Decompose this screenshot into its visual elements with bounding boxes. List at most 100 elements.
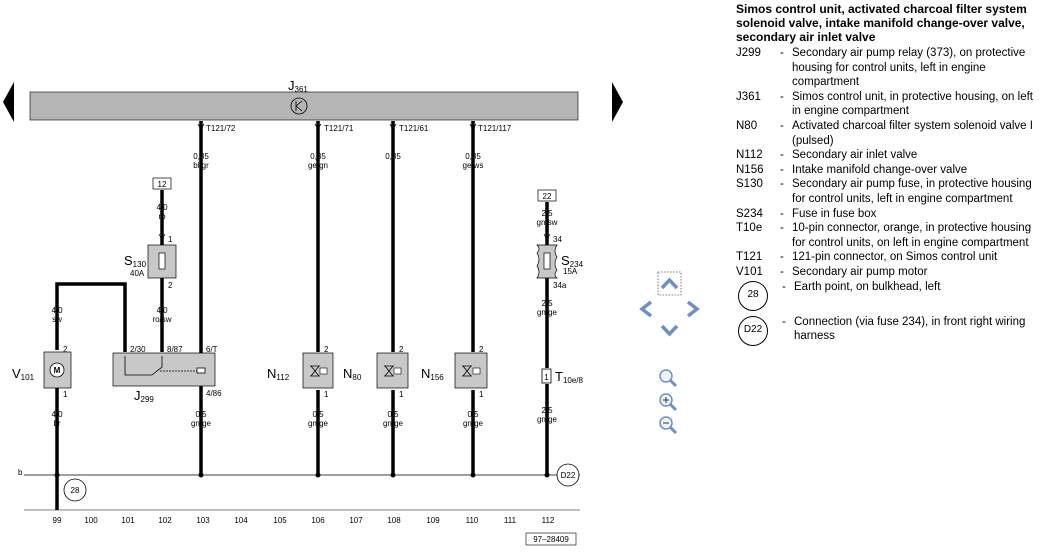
control-unit-label: J361	[288, 78, 308, 94]
pin-label: 1	[479, 390, 484, 399]
column-number: 109	[426, 516, 440, 525]
zoom-out-icon[interactable]	[659, 416, 678, 435]
legend-item: S130-Secondary air pump fuse, in protect…	[736, 177, 1036, 206]
legend-dash: -	[780, 265, 784, 278]
relay-label: J299	[134, 388, 154, 404]
previous-page-icon[interactable]	[3, 82, 14, 122]
legend-dash: -	[780, 222, 784, 235]
pan-left-icon[interactable]	[639, 300, 653, 318]
wire-size-label: 0,5	[195, 410, 207, 419]
pan-up-button[interactable]	[657, 271, 682, 296]
connection-d22	[556, 463, 580, 487]
legend-code: V101	[736, 265, 763, 278]
wire-color-label: ge/ws	[463, 161, 484, 170]
connector-t10e	[541, 368, 552, 384]
legend-item: D22-Connection (via fuse 234), in front …	[736, 315, 1036, 350]
legend-item: T10e-10-pin connector, orange, in protec…	[736, 221, 1036, 250]
valve-n156: 2 N156 1 0,5 gn/ge	[421, 345, 488, 428]
legend-code: J299	[736, 47, 761, 59]
component-legend: Simos control unit, activated charcoal f…	[736, 2, 1036, 350]
pin-label: 2	[63, 345, 68, 354]
pin-label: 1	[63, 390, 68, 399]
pin-label: 1	[168, 235, 173, 244]
wire-size-label: 0,5	[387, 410, 399, 419]
pin-label: 4/86	[206, 389, 222, 398]
wire-size-label: 4,0	[156, 203, 168, 212]
pin-label: 2	[168, 281, 173, 290]
wire-size-label: 0,35	[465, 152, 481, 161]
legend-desc: Activated charcoal filter system solenoi…	[792, 119, 1033, 147]
legend-desc: Secondary air pump relay (373), on prote…	[792, 47, 1026, 89]
wire-color-label: sw	[52, 315, 62, 324]
wire-size-label: 4,0	[51, 410, 63, 419]
wire-color-label: ge/gn	[308, 161, 328, 170]
control-unit-housing	[29, 91, 579, 121]
wire-color-label: gn/ge	[191, 419, 212, 428]
column-number: 101	[121, 516, 135, 525]
legend-dash: -	[780, 251, 784, 264]
legend-desc: 10-pin connector, orange, in protective …	[792, 222, 1032, 249]
wire-size-label: 2,5	[541, 299, 553, 308]
legend-dash: -	[782, 280, 786, 293]
wire-size-label: 2,5	[541, 209, 553, 218]
zoom-in-icon[interactable]	[659, 393, 678, 412]
wire-color-label: bl/gr	[193, 161, 209, 170]
valve-label: N80	[343, 366, 362, 382]
pin-label: 34a	[553, 281, 567, 290]
motor-label: V101	[12, 366, 35, 382]
fuse-s234-label: S234	[561, 253, 584, 269]
legend-item: V101-Secondary air pump motor	[736, 265, 1036, 280]
legend-desc: Secondary air pump fuse, in protective h…	[792, 178, 1032, 205]
wire-size-label: 2,5	[541, 406, 553, 415]
legend-dash: -	[780, 163, 784, 176]
fuse-ref-label: 12	[158, 180, 167, 189]
column-number: 105	[273, 516, 287, 525]
legend-dash: -	[780, 119, 784, 132]
wire-size-label: 0,5	[312, 410, 324, 419]
column-number: 107	[349, 516, 363, 525]
column-number: 103	[196, 516, 210, 525]
fuse-s130-label: S130	[124, 253, 147, 269]
legend-desc: Connection (via fuse 234), in front righ…	[794, 315, 1026, 343]
legend-title: Simos control unit, activated charcoal f…	[736, 2, 1027, 44]
column-number: 111	[504, 516, 517, 525]
pan-up-icon[interactable]	[660, 277, 679, 290]
legend-desc: Earth point, on bulkhead, left	[794, 280, 941, 293]
wire-color-label: gn/ge	[537, 415, 558, 424]
wire-color-label: ro	[158, 212, 166, 221]
legend-item: S234-Fuse in fuse box	[736, 207, 1036, 222]
valve-label: N112	[267, 366, 290, 382]
next-page-icon[interactable]	[612, 82, 623, 122]
legend-dash: -	[780, 90, 784, 103]
connector-label: T10e/8	[555, 369, 584, 385]
column-number: 108	[387, 516, 401, 525]
wire-size-label: 0,5	[467, 410, 479, 419]
figure-number: 97–28409	[533, 535, 569, 544]
column-number: 104	[234, 516, 248, 525]
wire-harness	[55, 121, 549, 510]
fuse-ref-box	[537, 189, 557, 202]
svg-text:M: M	[54, 366, 61, 375]
wire-color-label: gn/ge	[463, 419, 484, 428]
valve-label: N156	[421, 366, 444, 382]
pin-label: 2/30	[130, 345, 146, 354]
fuse-ref-label: 22	[543, 192, 552, 201]
legend-code: N112	[736, 149, 763, 162]
terminal-label: T121/117	[478, 124, 512, 133]
legend-code: S234	[736, 207, 763, 220]
fuse-rating: 40A	[130, 269, 145, 278]
pan-down-icon[interactable]	[660, 324, 679, 337]
earth-point-label: 28	[71, 486, 80, 495]
figure-number-box	[525, 532, 577, 546]
legend-symbol: D22	[738, 315, 768, 346]
pin-label: 8/87	[167, 345, 183, 354]
legend-desc: 121-pin connector, on Simos control unit	[792, 251, 998, 264]
legend-code: N156	[736, 163, 764, 176]
legend-code: T121	[736, 251, 763, 264]
wire-color-label: li	[391, 161, 395, 170]
legend-code: N80	[736, 119, 758, 132]
terminal-label: T121/72	[206, 124, 236, 133]
zoom-fit-icon[interactable]	[659, 369, 678, 388]
wire-size-label: 0,35	[385, 152, 401, 161]
pan-right-icon[interactable]	[686, 300, 700, 318]
